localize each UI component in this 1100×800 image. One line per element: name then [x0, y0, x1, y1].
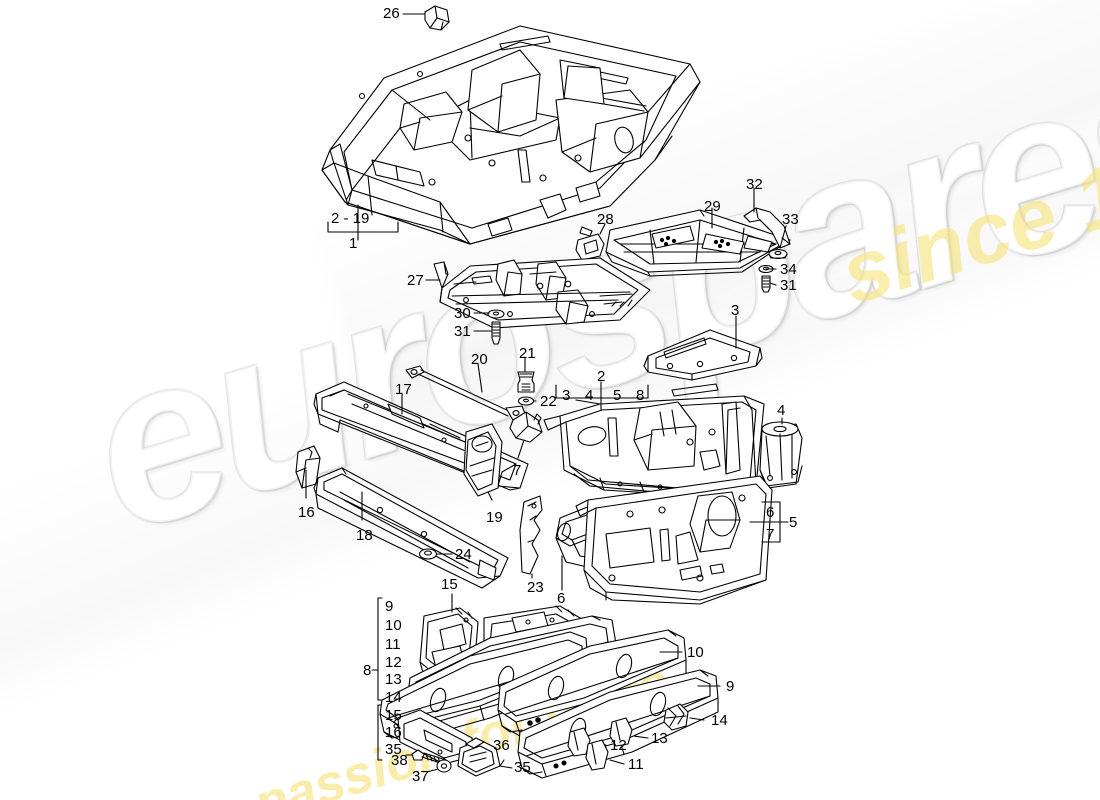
leader-7	[517, 439, 525, 459]
leader-11	[609, 759, 625, 765]
callout-11-group: 11	[385, 636, 401, 653]
callout-16-group: 16	[385, 724, 402, 741]
callout-3: 3	[731, 302, 740, 319]
leader-31-right	[769, 282, 777, 286]
callout-7-bracket: 7	[766, 526, 775, 543]
bracket-2-group	[555, 381, 649, 411]
part-24-grommet	[418, 548, 438, 560]
callout-37: 37	[412, 768, 429, 785]
callout-9-group: 9	[385, 598, 394, 615]
part-7-small-bracket	[509, 411, 543, 443]
callout-33: 33	[782, 211, 799, 228]
part-37-washer	[436, 759, 452, 773]
callout-10-group: 10	[385, 617, 402, 634]
part-13-clip	[609, 717, 633, 747]
part-14-clip	[663, 703, 689, 731]
callout-11: 11	[628, 756, 644, 773]
callout-4-group: 4	[585, 387, 594, 404]
leader-37	[426, 768, 439, 773]
part-22-washer	[517, 396, 535, 406]
callout-8-main: 8	[363, 662, 372, 679]
leader-19	[487, 491, 493, 501]
callout-4: 4	[777, 402, 786, 419]
callout-35-group: 35	[385, 741, 402, 758]
part-31-bolt-left	[491, 321, 501, 345]
leader-20	[477, 363, 483, 393]
callout-13: 13	[651, 730, 668, 747]
callout-14-group: 14	[385, 689, 402, 706]
callout-10: 10	[687, 644, 704, 661]
callout-5-group: 5	[613, 387, 622, 404]
callout-28: 28	[597, 211, 614, 228]
callout-9: 9	[726, 678, 735, 695]
callout-7: 7	[513, 462, 522, 479]
callout-31-left: 31	[454, 323, 471, 340]
callout-1: 1	[349, 235, 358, 252]
bracket-2-19	[327, 204, 399, 241]
callout-29: 29	[704, 198, 721, 215]
part-28-clip	[575, 226, 605, 261]
part-3-triangular-brace	[643, 329, 763, 381]
callout-12-group: 12	[385, 654, 402, 671]
leader-33	[779, 225, 787, 249]
part-23-narrow-strip	[519, 495, 543, 575]
part-4-strut-mount	[759, 421, 803, 489]
callout-12: 12	[610, 737, 627, 754]
callout-2: 2	[597, 368, 606, 385]
part-21-bolt	[517, 371, 535, 393]
part-20-tie-rod	[405, 365, 531, 431]
callout-21: 21	[519, 345, 536, 362]
callout-30: 30	[454, 305, 471, 322]
callout-34: 34	[780, 261, 797, 278]
part-30-washer-left	[487, 309, 505, 319]
callout-35: 35	[514, 759, 531, 776]
callout-17: 17	[395, 381, 412, 398]
part-32-cross-brace	[743, 207, 791, 249]
leader-14	[689, 717, 705, 721]
callout-2-19: 2 - 19	[331, 210, 370, 227]
part-31-bolt-right	[761, 275, 771, 293]
callout-19: 19	[486, 509, 503, 526]
leader-35	[499, 765, 513, 769]
part-16-bracket	[295, 445, 321, 489]
callout-27: 27	[407, 272, 424, 289]
callout-38: 38	[391, 752, 408, 769]
part-29-rear-floor-pan	[605, 209, 791, 277]
part-26-bracket	[424, 5, 450, 31]
callout-23: 23	[527, 579, 544, 596]
leader-28	[599, 223, 606, 235]
part-33-washer	[768, 248, 788, 260]
callout-22: 22	[540, 393, 557, 410]
callout-16: 16	[298, 504, 315, 521]
callout-20: 20	[471, 351, 488, 368]
part-27-front-floor-pan	[433, 257, 651, 329]
callout-6: 6	[557, 590, 566, 607]
callout-8-group: 8	[636, 387, 645, 404]
leader-13	[633, 735, 649, 739]
callout-6-bracket: 6	[766, 504, 775, 521]
callout-18: 18	[356, 527, 373, 544]
callout-3-group: 3	[562, 387, 571, 404]
callout-26: 26	[383, 5, 400, 22]
callout-31-right: 31	[780, 277, 797, 294]
part-1-body-shell	[321, 25, 701, 245]
part-19-bracket	[463, 423, 503, 497]
part-11-clip	[585, 739, 609, 771]
part-12-clip	[567, 727, 591, 757]
callout-24: 24	[455, 546, 472, 563]
callout-5-bracket: 5	[789, 514, 798, 531]
part-2-inner-side-panel	[543, 383, 765, 497]
part-35-bracket	[457, 737, 505, 777]
callout-36: 36	[493, 737, 510, 754]
callout-32: 32	[746, 176, 763, 193]
callout-13-group: 13	[385, 671, 402, 688]
bracket-5-group	[749, 501, 789, 543]
callout-15-group: 15	[385, 707, 402, 724]
callout-15: 15	[441, 576, 458, 593]
callout-14: 14	[711, 712, 728, 729]
part-5-inner-panel	[575, 475, 773, 605]
